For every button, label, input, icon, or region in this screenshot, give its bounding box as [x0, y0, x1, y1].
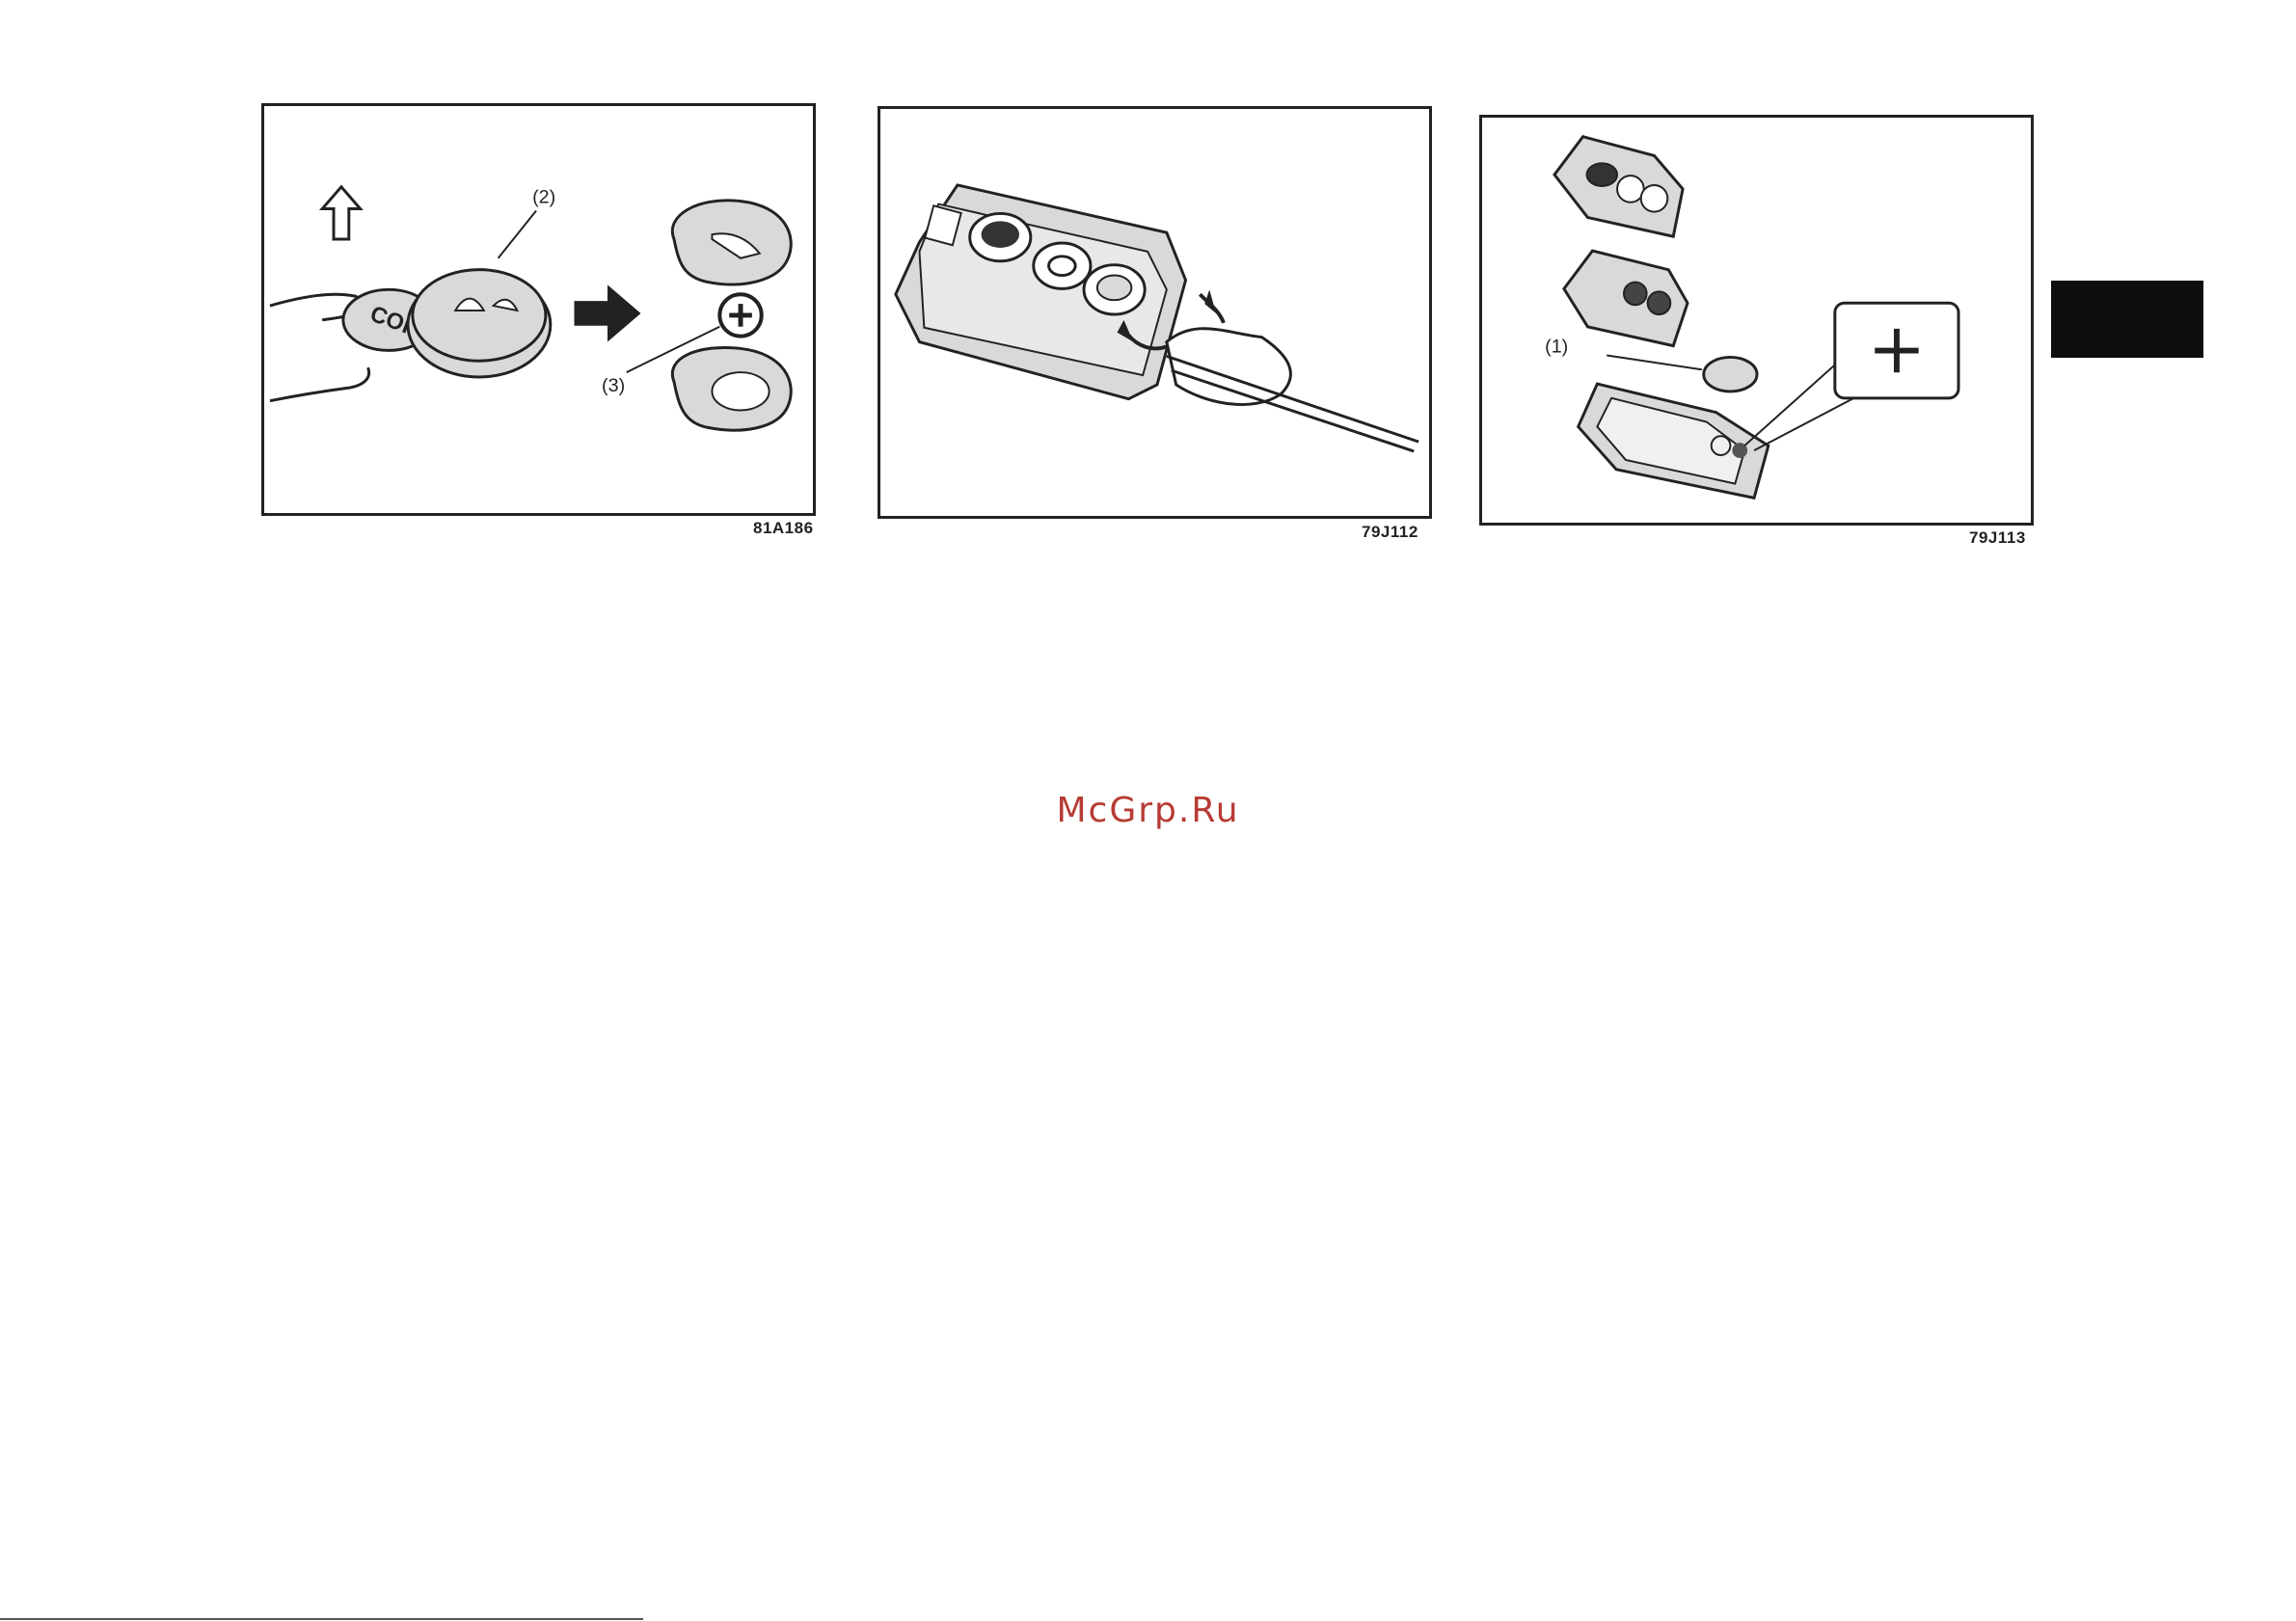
figure-81a186: COIN (2) (3): [261, 103, 816, 516]
callout-2: (2): [532, 187, 555, 208]
footnote-rule: [0, 1618, 643, 1620]
figure-code: 81A186: [753, 519, 814, 538]
unlock-button-icon: [1034, 243, 1091, 288]
fob-exploded-illustration: (1): [1482, 118, 2031, 523]
fob-coin-illustration: COIN (2) (3): [264, 106, 813, 513]
fob-pry-illustration: [880, 109, 1429, 516]
figure-79j113: (1): [1479, 115, 2034, 526]
battery-icon: [1704, 357, 1757, 391]
figure-code: 79J113: [1969, 528, 2026, 548]
callout-1: (1): [1545, 337, 1568, 358]
figure-79j112: [878, 106, 1432, 519]
callout-3: (3): [602, 375, 625, 396]
up-arrow-icon: [322, 187, 360, 239]
right-arrow-icon: [574, 284, 640, 341]
section-thumb-tab: [2051, 281, 2203, 358]
watermark: McGrp.Ru: [0, 791, 2296, 830]
figure-code: 79J112: [1362, 523, 1418, 542]
